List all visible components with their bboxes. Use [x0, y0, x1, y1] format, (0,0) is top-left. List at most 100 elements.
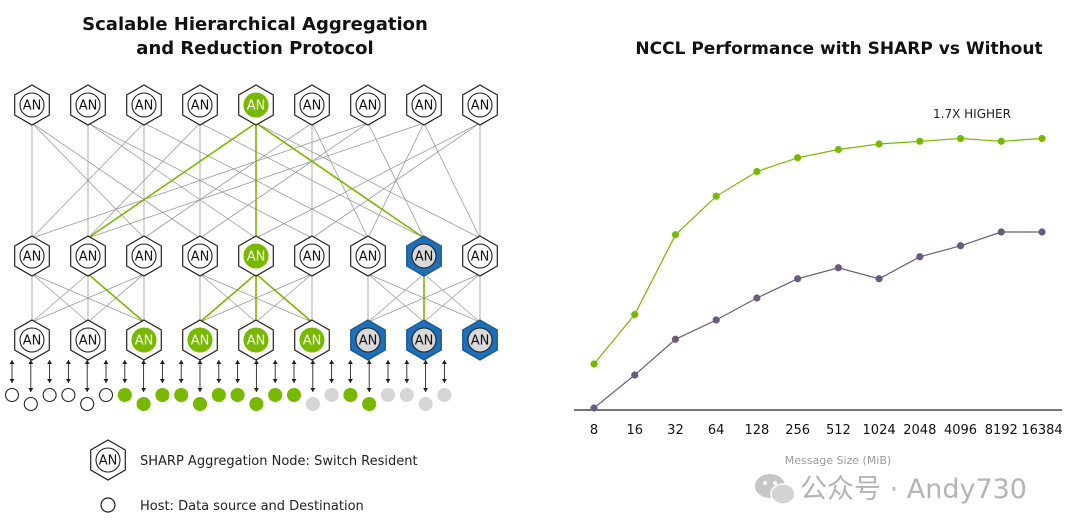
arrow-head-down	[216, 379, 222, 383]
host-circle	[80, 396, 95, 412]
node-label: AN	[79, 334, 98, 349]
x-axis-title: Message Size (MiB)	[785, 454, 891, 467]
node-label: AN	[303, 250, 322, 265]
link-line	[87, 122, 201, 239]
aggregation-node: AN	[294, 235, 330, 277]
x-tick-label: 8192	[985, 423, 1018, 438]
host-circle	[155, 387, 170, 403]
node-label: AN	[471, 99, 490, 114]
chart-annotation: 1.7X HIGHER	[933, 107, 1011, 121]
arrow-head-down	[291, 379, 297, 383]
sharp-diagram: Scalable Hierarchical Aggregation and Re…	[4, 14, 498, 514]
host-circle	[4, 387, 20, 403]
arrow-head-up	[441, 360, 447, 364]
data-point	[875, 275, 883, 283]
arrow-head-down	[441, 379, 447, 383]
aggregation-link	[87, 122, 257, 239]
host-circle	[305, 396, 320, 412]
series-lines	[590, 134, 1046, 412]
link-line	[31, 122, 369, 239]
data-point	[590, 360, 598, 368]
arrow-head-down	[197, 388, 203, 392]
arrow-head-down	[347, 379, 353, 383]
arrow-head-down	[159, 379, 165, 383]
arrow-head-down	[385, 379, 391, 383]
aggregation-node: AN	[406, 235, 442, 277]
host-circle	[437, 387, 452, 403]
arrow-head-up	[235, 360, 241, 364]
node-label: AN	[415, 99, 434, 114]
arrow-head-down	[47, 379, 53, 383]
link-line	[31, 122, 145, 239]
data-point	[1038, 228, 1046, 236]
x-tick-label: 16384	[1021, 423, 1062, 438]
node-label: AN	[415, 334, 434, 349]
aggregation-node: AN	[126, 235, 162, 277]
host-circle	[117, 387, 132, 403]
x-tick-label: 64	[708, 423, 725, 438]
arrow-head-down	[310, 388, 316, 392]
aggregation-node: AN	[70, 235, 106, 277]
aggregation-path-links	[87, 122, 425, 323]
wechat-icon	[755, 474, 796, 505]
data-point	[997, 137, 1005, 145]
aggregation-node: AN	[350, 235, 386, 277]
node-label: AN	[247, 334, 266, 349]
arrow-head-down	[84, 388, 90, 392]
node-label: AN	[79, 99, 98, 114]
host-circle	[362, 396, 377, 412]
host-circle	[174, 387, 189, 403]
node-label: AN	[303, 334, 322, 349]
host-circle	[230, 387, 245, 403]
data-point	[794, 154, 802, 162]
aggregation-node: AN	[406, 319, 442, 361]
arrow-head-up	[366, 360, 372, 364]
arrow-head-down	[103, 379, 109, 383]
arrow-head-up	[141, 360, 147, 364]
node-label: AN	[23, 99, 42, 114]
host-circle	[343, 387, 358, 403]
node-label: AN	[247, 250, 266, 265]
host-circle	[418, 396, 433, 412]
data-point	[1038, 134, 1046, 143]
aggregation-node: AN	[462, 235, 498, 277]
legend-node-icon: AN	[90, 439, 126, 481]
node-label: AN	[99, 454, 118, 469]
host-circle	[268, 387, 283, 403]
legend-node-text: SHARP Aggregation Node: Switch Resident	[140, 454, 418, 469]
aggregation-node: AN	[294, 84, 330, 126]
host-circle	[192, 396, 208, 412]
data-point	[631, 371, 639, 379]
arrow-head-down	[404, 379, 410, 383]
host-circle	[399, 387, 414, 403]
link-line	[311, 122, 481, 239]
x-tick-label: 512	[826, 423, 851, 438]
aggregation-node: AN	[350, 319, 386, 361]
arrow-head-down	[235, 379, 241, 383]
watermark-text: 公众号 · Andy730	[800, 474, 1027, 505]
node-label: AN	[415, 250, 434, 265]
data-point	[916, 253, 924, 261]
node-label: AN	[191, 250, 210, 265]
arrow-head-up	[423, 360, 429, 364]
arrow-head-up	[159, 360, 165, 364]
aggregation-node: AN	[462, 84, 498, 126]
arrow-head-up	[291, 360, 297, 364]
aggregation-node: AN	[126, 84, 162, 126]
aggregation-node: AN	[182, 84, 218, 126]
node-label: AN	[359, 334, 378, 349]
aggregation-node: AN	[406, 84, 442, 126]
arrow-head-up	[385, 360, 391, 364]
node-label: AN	[303, 99, 322, 114]
data-point	[916, 137, 924, 145]
arrow-head-up	[65, 360, 71, 364]
host-circle	[61, 387, 76, 403]
aggregation-node: AN	[14, 319, 50, 361]
x-tick-label: 128	[744, 423, 769, 438]
link-line	[367, 273, 425, 323]
arrow-head-up	[347, 360, 353, 364]
host-circle	[324, 387, 339, 403]
host-circle	[286, 387, 302, 403]
host-circle	[249, 396, 264, 412]
